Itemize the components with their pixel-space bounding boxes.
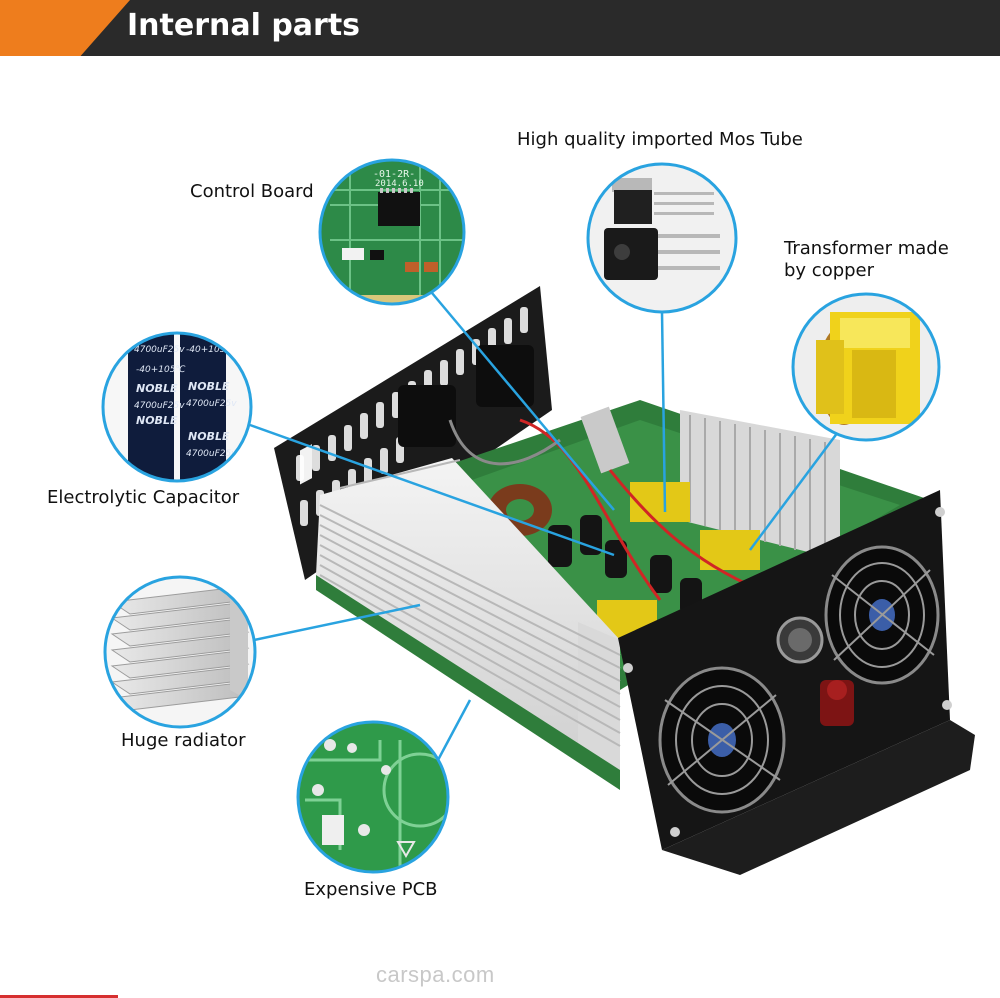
page-title: Internal parts [127, 8, 361, 43]
callout-lines [249, 292, 840, 761]
label-capacitor: Electrolytic Capacitor [47, 487, 240, 508]
line-pcb [436, 699, 472, 761]
front-fan-right [824, 545, 940, 685]
capacitor-brand-left-2: NOBLE [136, 414, 178, 427]
header-bar: Internal parts [0, 0, 1000, 56]
control-board-date: 2014.6.10 [375, 179, 424, 189]
callout-radiator [103, 575, 257, 729]
capacitor-brand-left: NOBLE [136, 382, 178, 395]
label-mos-tube: High quality imported Mos Tube [517, 129, 803, 150]
capacitor-brand-right-2: NOBLE [188, 430, 230, 443]
front-panel [618, 490, 975, 875]
bottom-rule [0, 995, 118, 998]
callout-transformer [791, 292, 941, 442]
front-fan-left [658, 666, 786, 814]
line-capacitor [249, 423, 615, 557]
callout-capacitor: 4700uF25v -40+105℃ NOBLE 4700uF25v NOBLE… [101, 331, 253, 483]
line-radiator [253, 603, 421, 642]
line-transformer [748, 431, 840, 551]
control-board-code: -01-2R- [373, 169, 415, 180]
label-transformer-line1: Transformer made [784, 238, 949, 259]
callout-control-board: -01-2R- 2014.6.10 [318, 158, 466, 306]
label-transformer-line2: by copper [784, 260, 875, 281]
line-control-board [431, 292, 615, 511]
capacitor-rating-right-2: 4700uF25v [186, 449, 237, 459]
label-control-board: Control Board [190, 181, 314, 202]
line-mos-tube [660, 311, 667, 513]
callout-mos-tube [586, 162, 738, 314]
capacitor-brand-right: NOBLE [188, 380, 230, 393]
capacitor-temp-right: -40+105℃ [186, 345, 236, 355]
capacitor-rating-top: 4700uF25v [134, 345, 185, 355]
callout-pcb [296, 720, 450, 874]
label-radiator: Huge radiator [121, 730, 246, 751]
capacitor-temp-left: -40+105℃ [136, 365, 186, 375]
label-pcb: Expensive PCB [304, 879, 438, 900]
watermark: carspa.com [376, 962, 495, 987]
front-radiator [316, 458, 621, 790]
capacitor-rating-left: 4700uF25v [134, 401, 185, 411]
capacitor-rating-right: 4700uF25v [186, 399, 237, 409]
